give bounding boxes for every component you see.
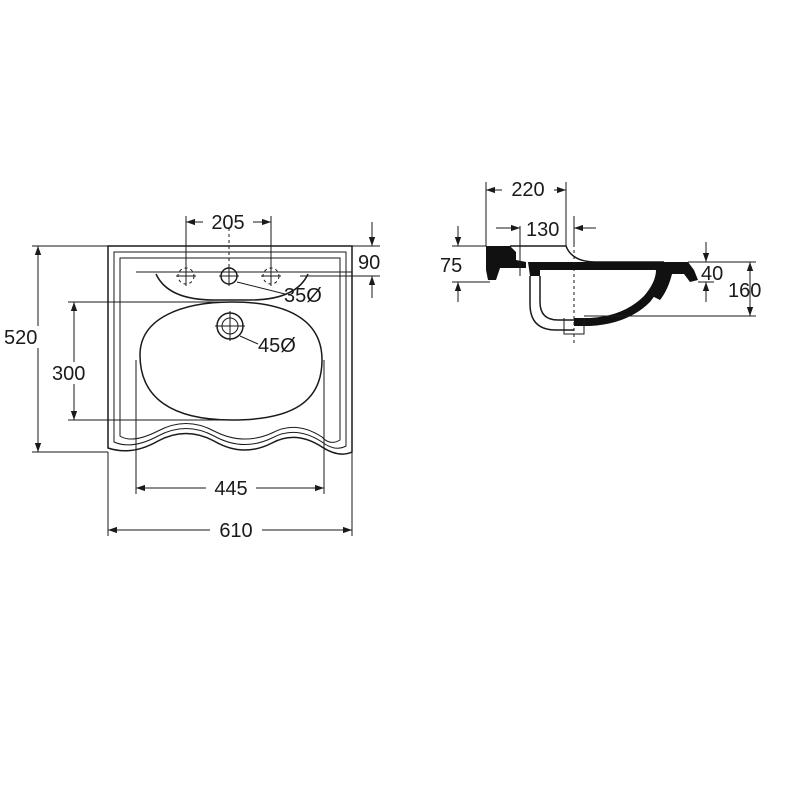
top-view: 205 90 35Ø 45Ø 520 300 445 610	[2, 212, 380, 542]
bowl-outline	[139, 301, 323, 421]
tap-hole-left	[176, 266, 196, 286]
basin-rim-inner-1	[113, 251, 347, 449]
dim-label-130: 130	[526, 219, 559, 241]
dim-label-90: 90	[358, 252, 380, 274]
basin-rim-inner-2	[119, 257, 341, 443]
dim-label-205: 205	[211, 212, 244, 234]
front-rim-section	[652, 262, 698, 300]
waste-hole	[215, 311, 245, 341]
dim-label-35: 35Ø	[284, 285, 322, 307]
dim-label-300: 300	[52, 363, 85, 385]
dim-label-160: 160	[728, 280, 761, 302]
bowl-skirt	[135, 360, 325, 446]
dim-label-610: 610	[219, 520, 252, 542]
back-rim-section	[486, 246, 526, 280]
deck-top	[510, 245, 664, 263]
dim-label-520: 520	[4, 327, 37, 349]
basin-outline	[107, 245, 353, 455]
tap-hole-center	[219, 266, 239, 286]
side-view: 220 130 75 40 160	[440, 178, 761, 344]
dim-label-45: 45Ø	[258, 335, 296, 357]
dim-label-40: 40	[701, 263, 723, 285]
overflow-channel	[529, 276, 574, 331]
dim-label-220: 220	[511, 179, 544, 201]
dim-label-75: 75	[440, 255, 462, 277]
faucet-deck	[155, 273, 309, 301]
dim-label-445: 445	[214, 478, 247, 500]
bowl-body-section	[528, 262, 665, 326]
tap-hole-right	[261, 266, 281, 286]
